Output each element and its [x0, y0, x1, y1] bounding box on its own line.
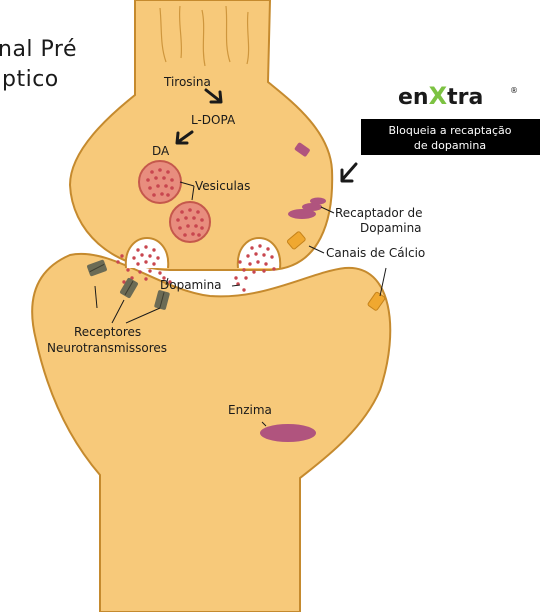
label-tirosina: Tirosina [163, 75, 211, 89]
arrow-callout [342, 164, 356, 181]
postsynaptic-neuron [32, 254, 390, 612]
label-receptores-line2: Neurotransmissores [47, 341, 167, 355]
callout-line2: de dopamina [414, 139, 486, 152]
title-line2: ptico [2, 67, 59, 92]
label-vesiculas: Vesiculas [195, 179, 250, 193]
label-dopamina: Dopamina [160, 278, 222, 292]
brand-part2: X [429, 82, 448, 110]
title: nal Pré ptico [0, 37, 77, 92]
callout-line1: Bloqueia a recaptação [389, 124, 512, 137]
label-da: DA [152, 144, 170, 158]
exocytosis-right [236, 238, 280, 286]
label-ldopa: L-DOPA [191, 113, 236, 127]
title-line1: nal Pré [0, 37, 77, 62]
label-receptores-line1: Receptores [74, 325, 141, 339]
enzyme-shape [260, 424, 316, 442]
vesicle-2 [170, 202, 210, 242]
label-canais: Canais de Cálcio [326, 246, 425, 260]
label-enzima: Enzima [228, 403, 272, 417]
label-recaptador-line1: Recaptador de [335, 206, 423, 220]
brand-part3: tra [447, 85, 483, 110]
svg-text:enXtra: enXtra [398, 82, 483, 110]
brand-part1: en [398, 85, 429, 110]
brand-logo: enXtra ® [398, 82, 518, 110]
label-recaptador-line2: Dopamina [360, 221, 422, 235]
brand-registered: ® [510, 86, 518, 95]
callout-box: Bloqueia a recaptação de dopamina [361, 119, 540, 155]
vesicle-1 [139, 161, 181, 203]
